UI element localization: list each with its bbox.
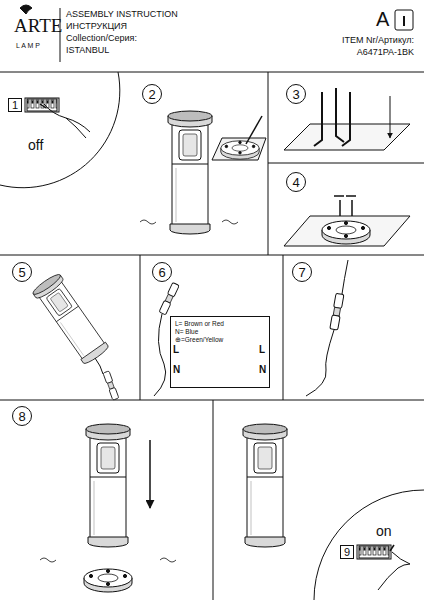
step-number-text: 3 <box>292 88 299 101</box>
step5-cable-out-part <box>103 371 119 400</box>
item-number: A6471PA-1BK <box>357 48 414 58</box>
step1-switch-off-part <box>40 104 46 108</box>
step-number-text: 7 <box>298 266 305 279</box>
switch-state: on <box>376 524 392 539</box>
step1-switch-off <box>0 72 120 188</box>
step1-switch-off-part <box>25 98 59 112</box>
step-number-text: 6 <box>158 266 165 279</box>
wire-label: N <box>173 364 180 375</box>
wire-label: N <box>259 364 266 375</box>
step-number-box: 1 <box>8 98 22 112</box>
step-number: 3 <box>286 84 306 104</box>
step4-mount-plate-part <box>284 216 410 246</box>
step2-bollard-and-plate-part <box>168 111 212 234</box>
step7-connected <box>306 260 348 396</box>
final-switch-on-part <box>314 490 424 600</box>
brand-logo: ARTE <box>14 16 62 37</box>
step8-place-bollard-part <box>40 558 176 562</box>
step8-place-bollard-part <box>86 424 130 547</box>
final-switch-on-part <box>390 545 394 551</box>
final-switch-on-part <box>243 424 287 547</box>
step8-place-bollard-part <box>84 569 132 592</box>
step3-anchor-bolts-part <box>284 124 410 150</box>
step-number: 7 <box>292 262 312 282</box>
step6-wiring-part <box>159 282 179 314</box>
step-number: 5 <box>12 262 32 282</box>
step3-anchor-bolts-part <box>314 88 350 146</box>
step-number-text: 2 <box>148 88 155 101</box>
step-number-text: 9 <box>344 547 350 558</box>
wire-label: L <box>259 344 265 355</box>
wire-color-note: L= Brown or Red <box>175 320 224 328</box>
step1-switch-off-part <box>44 104 90 138</box>
step5-cable-out-part <box>95 358 103 374</box>
step7-connected-part <box>306 330 334 396</box>
header-part <box>20 5 32 14</box>
sheet-title: ИНСТРУКЦИЯ <box>66 22 127 32</box>
item-caption: ITEM Nr/Артикул: <box>342 36 414 46</box>
step2-bollard-and-plate-part <box>246 116 262 144</box>
step-number: 6 <box>152 262 172 282</box>
wire-label: L <box>173 344 179 355</box>
panel-grid <box>0 72 424 600</box>
sheet-title: ASSEMBLY INSTRUCTION <box>66 10 178 20</box>
step7-connected-part <box>342 260 348 294</box>
step-number: 4 <box>286 172 306 192</box>
step4-mount-plate-part <box>322 221 370 244</box>
step6-wiring-part <box>154 314 166 396</box>
step-number: 8 <box>12 406 32 426</box>
panel-grid-part <box>140 255 141 400</box>
panel-grid-part <box>283 255 284 400</box>
panel-grid-part <box>0 400 424 401</box>
header <box>0 5 424 72</box>
step1-switch-off-part <box>0 72 120 188</box>
step7-connected-part <box>330 293 344 330</box>
collection-caption: Collection/Серия: <box>66 34 137 44</box>
panel-grid-part <box>268 163 424 164</box>
header-part <box>403 16 405 26</box>
step4-mount-plate-part <box>334 196 356 216</box>
step2-bollard-and-plate-part <box>212 138 266 160</box>
step-number: 2 <box>142 84 162 104</box>
step-number-text: 8 <box>18 410 25 423</box>
step2-bollard-and-plate-part <box>140 220 238 224</box>
switch-state: off <box>28 138 43 153</box>
step3-anchor-bolts-part <box>390 96 391 138</box>
step5-cable-out <box>31 272 119 400</box>
header-part <box>0 72 424 73</box>
wiring-legend-box: L= Brown or RedN= Blue⊕=Green/Yellow <box>170 316 270 388</box>
step5-cable-out-part <box>31 272 111 366</box>
wire-color-note: N= Blue <box>175 328 198 336</box>
wire-color-note: ⊕=Green/Yellow <box>175 336 223 344</box>
step-number-box: 9 <box>340 545 354 559</box>
step2-bollard-and-plate <box>140 111 266 234</box>
brand-subtitle: L A M P <box>16 42 40 50</box>
sheet-code: A <box>376 8 389 30</box>
final-switch-on-part <box>357 545 391 559</box>
step4-mount-plate <box>284 196 410 246</box>
step-number-text: 4 <box>292 176 299 189</box>
step-number-text: 1 <box>12 100 18 111</box>
step2-bollard-and-plate-part <box>221 141 259 159</box>
collection-name: ISTANBUL <box>66 46 109 56</box>
final-switch-on-part <box>378 552 410 590</box>
step-number-text: 5 <box>18 266 25 279</box>
final-switch-on <box>243 424 424 600</box>
panel-grid-part <box>213 400 214 600</box>
panel-grid-part <box>0 255 424 256</box>
step8-place-bollard-part <box>149 440 151 508</box>
step8-place-bollard <box>40 424 176 592</box>
header-part <box>395 10 413 30</box>
